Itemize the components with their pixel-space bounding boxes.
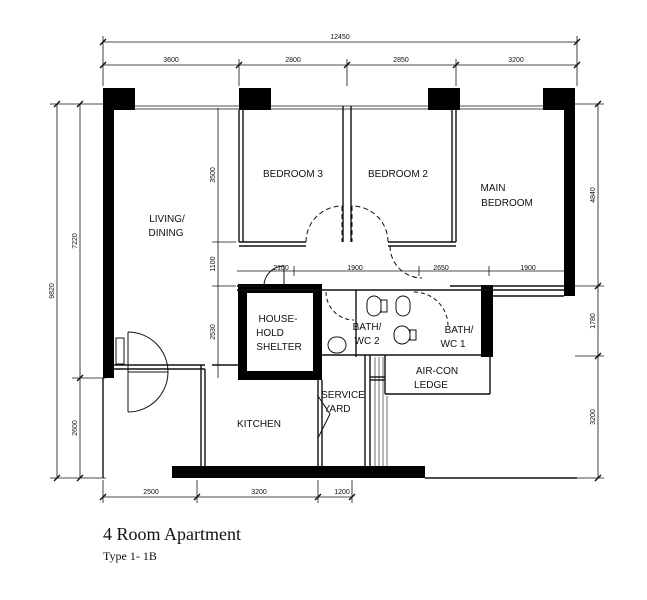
dim-top-4: 3200 [508, 57, 524, 64]
dim-right-3: 3200 [590, 409, 597, 425]
door-bedroom3 [305, 205, 343, 243]
dim-top-2: 2800 [285, 57, 301, 64]
toilet-bath2 [366, 295, 382, 317]
dim-top-3: 2850 [393, 57, 409, 64]
dim-right-1: 4840 [590, 187, 597, 203]
label-shelter-2: HOLD [256, 328, 284, 339]
wall-right [564, 88, 575, 296]
label-aircon-2: LEDGE [414, 380, 448, 391]
label-bath1-1: BATH/ [445, 325, 474, 336]
dim-corridor-1: 2100 [273, 265, 289, 272]
column-2 [239, 88, 271, 110]
dim-inner-3: 2530 [210, 324, 217, 340]
column-1 [103, 88, 135, 110]
bath1-wall [481, 285, 493, 357]
basin-bath1 [393, 325, 411, 345]
dim-bottom-3: 1200 [334, 489, 350, 496]
plan-title: 4 Room Apartment [103, 524, 241, 544]
door-shelter [263, 265, 285, 287]
dim-bottom-1: 2500 [143, 489, 159, 496]
shelter-wall-bottom [238, 371, 322, 380]
door-bath1 [413, 291, 449, 327]
label-shelter-1: HOUSE- [259, 314, 298, 325]
dim-corridor-4: 1900 [520, 265, 536, 272]
dim-bottom-2: 3200 [251, 489, 267, 496]
label-aircon-1: AIR-CON [416, 366, 458, 377]
toilet-bath1 [395, 295, 411, 317]
dim-inner-2: 1100 [210, 256, 217, 271]
door-bath2 [325, 291, 355, 321]
door-bedroom2 [351, 205, 389, 243]
label-bedroom3: BEDROOM 3 [263, 169, 323, 180]
label-main-bedroom-2: BEDROOM [481, 198, 533, 209]
label-bath2-2: WC 2 [355, 336, 380, 347]
dim-corridor-2: 1900 [347, 265, 363, 272]
entrance-post [115, 337, 125, 365]
label-service-1: SERVICE [321, 390, 365, 401]
column-3 [428, 88, 460, 110]
label-kitchen: KITCHEN [237, 419, 281, 430]
label-living-1: LIVING/ [149, 214, 185, 225]
shelter-wall-top [238, 284, 322, 293]
dim-top-total: 12450 [330, 34, 350, 41]
door-main-bedroom [389, 245, 423, 279]
label-bedroom2: BEDROOM 2 [368, 169, 428, 180]
label-main-bedroom-1: MAIN [481, 183, 506, 194]
dim-left-total: 9820 [49, 283, 56, 299]
label-bath2-1: BATH/ [353, 322, 382, 333]
dim-top-1: 3600 [163, 57, 179, 64]
dim-left-lower: 2600 [72, 420, 79, 436]
label-service-2: YARD [323, 404, 350, 415]
wall-left [103, 88, 114, 378]
door-kitchen-yard [317, 395, 331, 439]
label-shelter-3: SHELTER [256, 342, 301, 353]
shelter-wall-left [238, 284, 247, 380]
plan-subtitle: Type 1- 1B [103, 549, 157, 563]
dim-right-2: 1780 [590, 313, 597, 329]
dim-inner-1: 3500 [210, 167, 217, 183]
door-entrance-leaf [127, 371, 169, 413]
door-main-entrance [127, 331, 169, 373]
dim-corridor-3: 2650 [433, 265, 449, 272]
basin-bath2 [327, 336, 347, 354]
label-bath1-2: WC 1 [441, 339, 466, 350]
shelter-wall-right [313, 284, 322, 380]
dim-left-upper: 7220 [72, 233, 79, 249]
label-living-2: DINING [149, 228, 184, 239]
wall-bottom [172, 466, 425, 478]
